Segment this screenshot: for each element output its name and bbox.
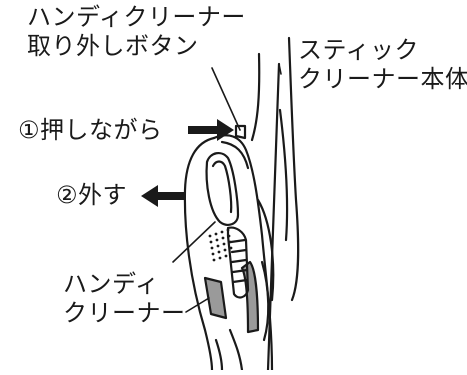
label-stick-body-line2: クリーナー本体 [298, 65, 467, 93]
stick-body-pipe [250, 36, 300, 372]
release-button [234, 124, 247, 140]
leader-lines [172, 63, 282, 313]
gray-panel-left [203, 276, 228, 320]
handy-cleaner-unit [183, 134, 274, 372]
label-handy-unit: ハンディ クリーナー [63, 270, 186, 328]
label-handy-unit-line2: クリーナー [63, 299, 186, 327]
label-handy-unit-line1: ハンディ [63, 270, 160, 298]
label-step1: ①押しながら [18, 116, 163, 144]
label-stick-body-line1: スティック [298, 36, 420, 64]
label-step2: ②外す [56, 181, 128, 209]
label-stick-body: スティック クリーナー本体 [298, 36, 467, 94]
label-release-button: ハンディクリーナー 取り外しボタン [27, 3, 246, 61]
label-release-button-line1: ハンディクリーナー [27, 3, 246, 31]
push-arrow [188, 119, 234, 141]
body-ridges [214, 198, 275, 372]
handle-grip [205, 152, 240, 226]
handle-grip-inner [211, 160, 233, 214]
slot-vent [226, 226, 250, 299]
label-release-button-line2: 取り外しボタン [27, 32, 199, 60]
remove-arrow [141, 185, 185, 207]
